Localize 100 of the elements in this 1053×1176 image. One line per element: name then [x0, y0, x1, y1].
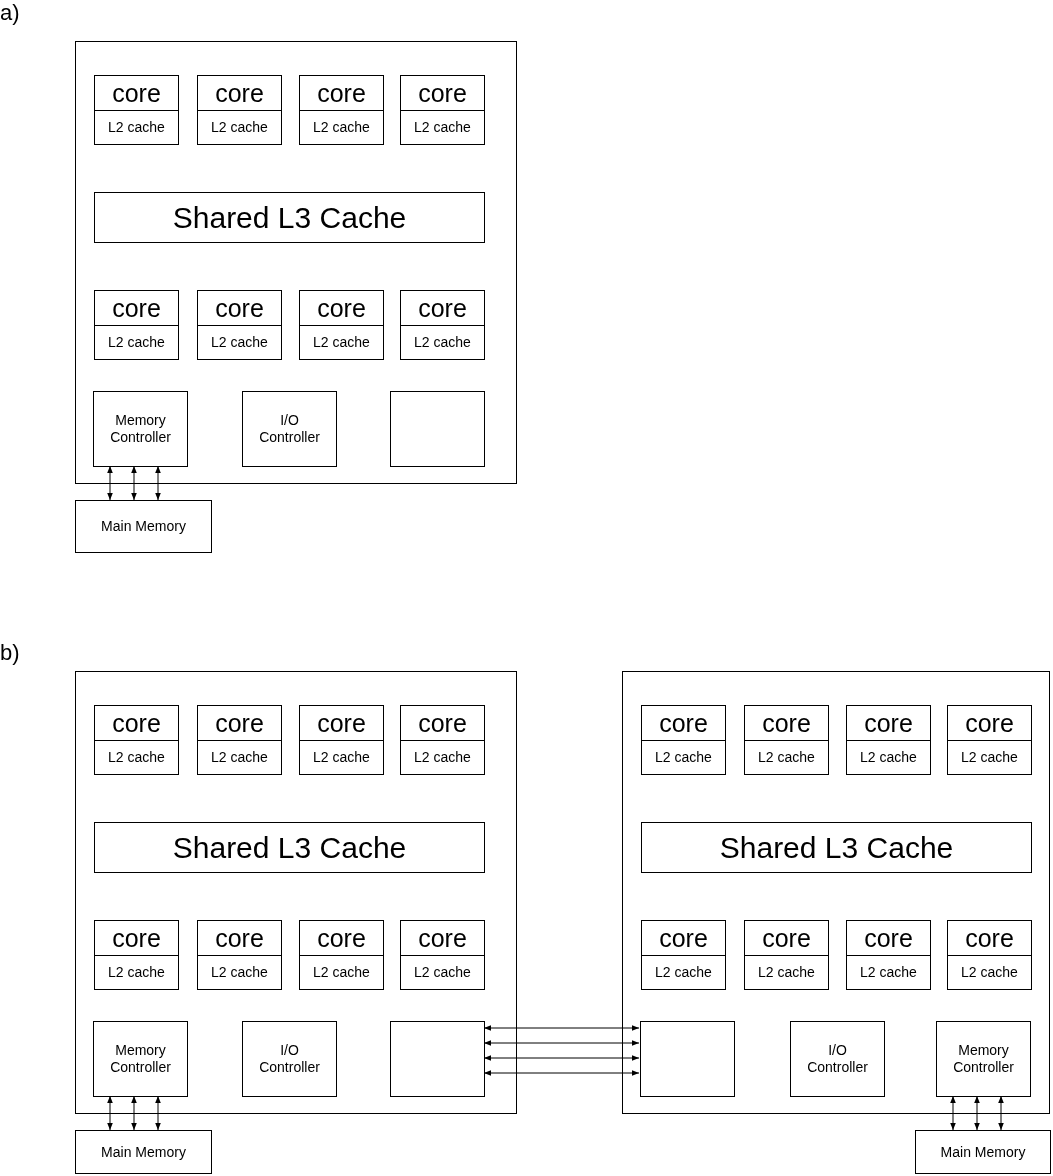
double-arrow — [131, 465, 137, 501]
block-label: Main Memory — [100, 518, 187, 535]
block-box — [93, 1021, 188, 1097]
core-label: core — [401, 921, 484, 956]
core-box — [846, 705, 931, 775]
core-label: core — [948, 921, 1031, 956]
block-label: Shared L3 Cache — [719, 830, 954, 865]
block-label: Shared L3 Cache — [172, 830, 407, 865]
core-box — [94, 290, 179, 360]
cache-label: L2 cache — [960, 963, 1019, 982]
block-label: Memory Controller — [109, 1042, 172, 1076]
cache-label: L2 cache — [312, 748, 371, 767]
cache-label: L2 cache — [312, 333, 371, 352]
cache-label: L2 cache — [210, 118, 269, 137]
cache-label: L2 cache — [960, 748, 1019, 767]
empty-box — [390, 391, 485, 467]
cache-label: L2 cache — [859, 963, 918, 982]
double-arrow — [155, 465, 161, 501]
core-box — [846, 920, 931, 990]
cache-label: L2 cache — [210, 748, 269, 767]
core-label: core — [95, 291, 178, 326]
core-box — [94, 920, 179, 990]
double-arrow — [155, 1095, 161, 1131]
core-label: core — [198, 76, 281, 111]
core-label: core — [198, 291, 281, 326]
core-label: core — [401, 76, 484, 111]
block-box — [94, 822, 485, 873]
core-box — [197, 290, 282, 360]
core-box — [94, 705, 179, 775]
block-box — [936, 1021, 1031, 1097]
block-box — [93, 391, 188, 467]
core-box — [299, 75, 384, 145]
block-label: Memory Controller — [952, 1042, 1015, 1076]
core-box — [400, 920, 485, 990]
processor-box — [75, 41, 517, 484]
block-label: Main Memory — [939, 1143, 1027, 1161]
core-label: core — [95, 921, 178, 956]
cache-label: L2 cache — [413, 118, 472, 137]
cache-label: L2 cache — [107, 118, 166, 137]
core-box — [947, 705, 1032, 775]
double-arrow — [950, 1095, 956, 1131]
core-box — [197, 705, 282, 775]
core-label: core — [745, 706, 828, 741]
cache-label: L2 cache — [413, 333, 472, 352]
cache-label: L2 cache — [413, 748, 472, 767]
core-label: core — [642, 706, 725, 741]
block-label: Memory Controller — [109, 412, 172, 446]
core-label: core — [198, 706, 281, 741]
cache-label: L2 cache — [210, 333, 269, 352]
core-box — [94, 75, 179, 145]
block-label: I/O Controller — [258, 1042, 321, 1076]
cache-label: L2 cache — [654, 963, 713, 982]
block-box — [790, 1021, 885, 1097]
core-label: core — [847, 706, 930, 741]
block-box — [641, 822, 1032, 873]
core-box — [641, 920, 726, 990]
double-arrow — [107, 465, 113, 501]
core-label: core — [198, 921, 281, 956]
double-arrow — [483, 1055, 640, 1061]
core-box — [299, 920, 384, 990]
cache-label: L2 cache — [107, 333, 166, 352]
core-label: core — [300, 291, 383, 326]
core-label: core — [847, 921, 930, 956]
block-box — [94, 192, 485, 243]
block-label: I/O Controller — [806, 1042, 869, 1076]
double-arrow — [107, 1095, 113, 1131]
cache-label: L2 cache — [312, 963, 371, 982]
core-label: core — [95, 706, 178, 741]
core-box — [197, 75, 282, 145]
core-box — [197, 920, 282, 990]
block-box — [75, 1130, 212, 1174]
processor-box — [622, 671, 1050, 1114]
cache-label: L2 cache — [757, 963, 816, 982]
cache-label: L2 cache — [312, 118, 371, 137]
block-box — [242, 1021, 337, 1097]
core-box — [400, 705, 485, 775]
cache-label: L2 cache — [210, 963, 269, 982]
block-box — [75, 500, 212, 553]
double-arrow — [483, 1040, 640, 1046]
double-arrow — [974, 1095, 980, 1131]
core-box — [744, 705, 829, 775]
core-label: core — [300, 76, 383, 111]
core-box — [744, 920, 829, 990]
block-box — [242, 391, 337, 467]
core-box — [641, 705, 726, 775]
empty-box — [640, 1021, 735, 1097]
core-box — [947, 920, 1032, 990]
block-label: Shared L3 Cache — [172, 200, 407, 235]
panel-label: b) — [0, 640, 20, 666]
core-label: core — [300, 921, 383, 956]
double-arrow — [483, 1025, 640, 1031]
core-label: core — [95, 76, 178, 111]
core-label: core — [401, 706, 484, 741]
block-label: Main Memory — [100, 1143, 187, 1161]
double-arrow — [483, 1070, 640, 1076]
cache-label: L2 cache — [413, 963, 472, 982]
core-box — [299, 705, 384, 775]
cache-label: L2 cache — [859, 748, 918, 767]
cache-label: L2 cache — [107, 963, 166, 982]
core-label: core — [745, 921, 828, 956]
